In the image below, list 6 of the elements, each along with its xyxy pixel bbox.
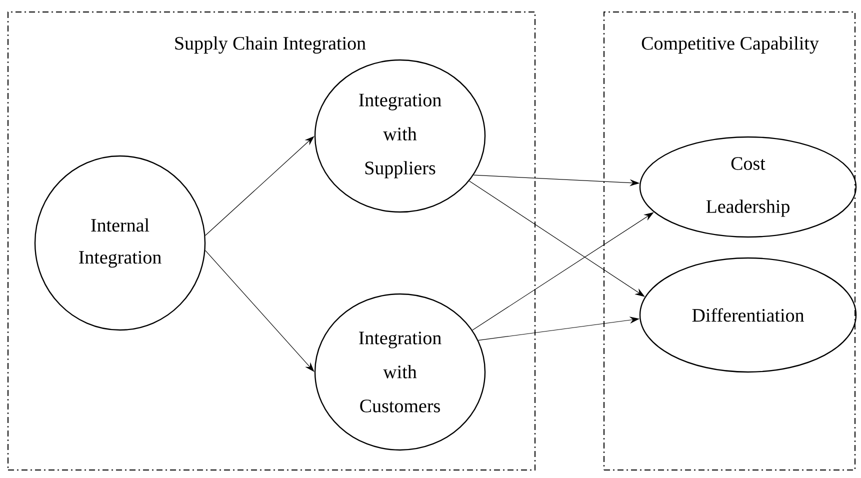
ellipse-node: Differentiation [639,257,857,373]
ellipse-node: Integration with Suppliers [314,59,486,213]
ellipse-node: Cost Leadership [639,136,857,238]
ellipse-node: Internal Integration [34,155,206,331]
arrow [205,250,314,372]
ellipse-node: Integration with Customers [314,293,486,451]
